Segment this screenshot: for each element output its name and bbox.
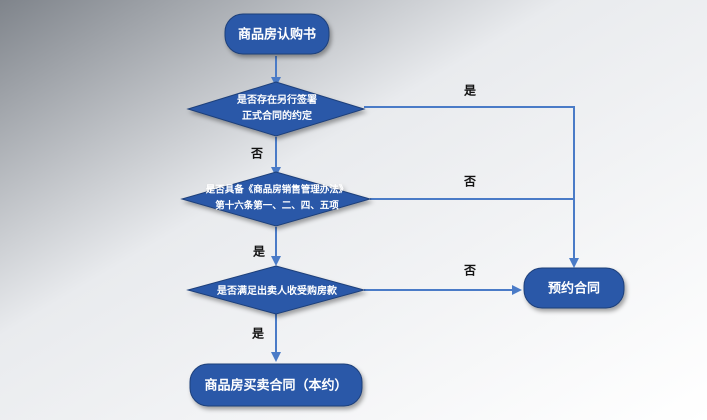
decision-2-line1: 是否具备《商品房销售管理办法》: [205, 184, 349, 196]
arrow-d1-yes: [364, 106, 579, 268]
decision-3: 是否满足出卖人收受购房款: [186, 265, 366, 315]
connectors: [271, 56, 579, 362]
edge-label-d2-yes: 是: [252, 245, 266, 259]
end-right-label: 预约合同: [548, 281, 600, 297]
end-bottom-node: 商品房买卖合同（本约）: [189, 363, 363, 407]
edge-label-d1-yes: 是: [463, 84, 477, 98]
start-node: 商品房认购书: [224, 13, 330, 55]
decision-1-line2: 正式合同的约定: [242, 109, 312, 122]
decision-2-line2: 第十六条第一、二、四、五项: [215, 200, 339, 212]
end-bottom-label: 商品房买卖合同（本约）: [204, 378, 347, 394]
decision-1-line1: 是否存在另行签署: [236, 93, 317, 106]
edge-label-d1-no: 否: [250, 147, 263, 161]
end-right-node: 预约合同: [523, 267, 625, 309]
edge-label-d3-no: 否: [463, 264, 476, 278]
edge-label-d2-no: 否: [463, 175, 476, 189]
decision-1: 是否存在另行签署 正式合同的约定: [186, 81, 366, 137]
edge-label-d3-yes: 是: [251, 327, 265, 341]
decision-2: 是否具备《商品房销售管理办法》 第十六条第一、二、四、五项: [180, 171, 372, 227]
decision-3-label: 是否满足出卖人收受购房款: [216, 284, 338, 297]
start-node-label: 商品房认购书: [238, 27, 316, 43]
